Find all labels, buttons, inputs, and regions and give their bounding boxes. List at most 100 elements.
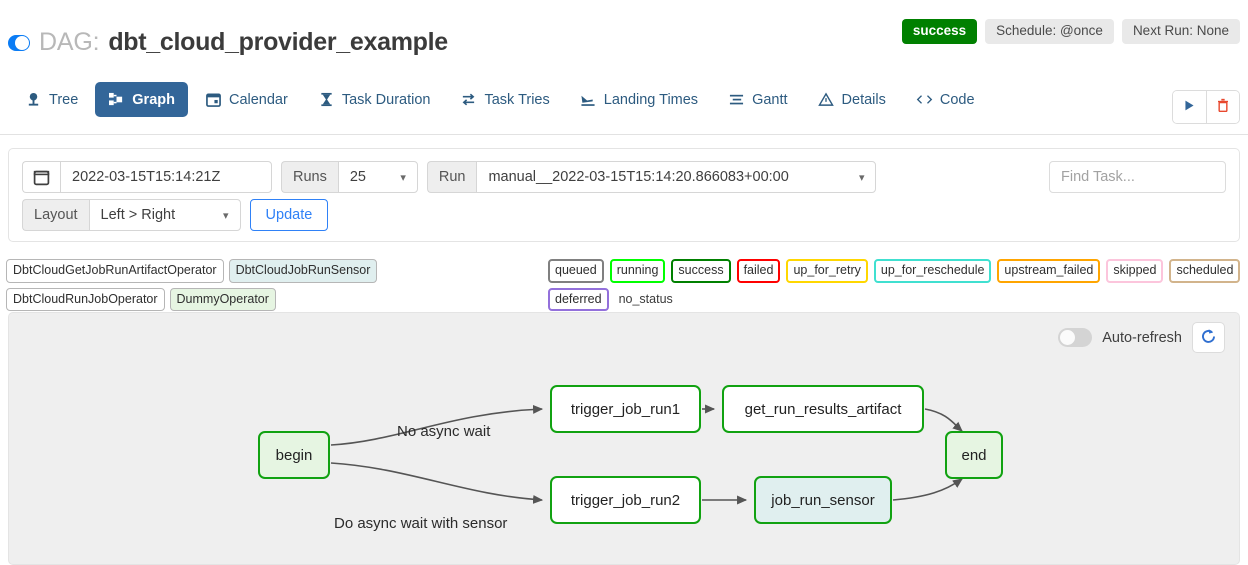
hourglass-icon: [318, 91, 335, 108]
tab-details[interactable]: Details: [805, 82, 899, 117]
legend-states: queued running success failed up_for_ret…: [548, 259, 1248, 311]
refresh-icon: [1200, 328, 1217, 348]
legend-operator-pill[interactable]: DummyOperator: [169, 287, 276, 311]
status-badge: success: [901, 19, 978, 44]
tab-landing-times-label: Landing Times: [603, 91, 699, 108]
graph-node-trigger-job-run2[interactable]: trigger_job_run2: [550, 476, 701, 524]
tab-graph-label: Graph: [132, 91, 175, 108]
runs-group: Runs 25 ▾: [281, 161, 418, 193]
graph-node-label: trigger_job_run2: [570, 491, 681, 509]
legend-state-up-for-retry[interactable]: up_for_retry: [786, 259, 868, 283]
graph-node-label: get_run_results_artifact: [744, 400, 902, 418]
tab-calendar[interactable]: Calendar: [192, 82, 301, 117]
tab-graph[interactable]: Graph: [95, 82, 188, 117]
tab-code[interactable]: Code: [903, 82, 988, 117]
dag-name: dbt_cloud_provider_example: [108, 28, 448, 56]
tab-gantt-label: Gantt: [752, 91, 788, 108]
legend-operator-pill[interactable]: DbtCloudGetJobRunArtifactOperator: [6, 259, 224, 283]
run-select[interactable]: manual__2022-03-15T15:14:20.866083+00:00…: [476, 161, 877, 193]
graph-panel: Auto-refresh: [8, 312, 1240, 565]
legend-state-deferred[interactable]: deferred: [548, 287, 609, 311]
retry-icon: [460, 91, 477, 108]
runs-label: Runs: [281, 161, 338, 193]
filter-bar: 2022-03-15T15:14:21Z Runs 25 ▾ Run manua…: [8, 148, 1240, 242]
tree-icon: [25, 91, 42, 108]
chevron-down-icon: ▾: [400, 171, 406, 184]
run-group: Run manual__2022-03-15T15:14:20.866083+0…: [426, 161, 877, 193]
graph-toolbar: Auto-refresh: [1058, 322, 1225, 353]
legend-state-scheduled[interactable]: scheduled: [1169, 259, 1241, 283]
delete-dag-button[interactable]: [1206, 91, 1239, 123]
legend-state-skipped[interactable]: skipped: [1106, 259, 1164, 283]
tab-calendar-label: Calendar: [228, 91, 288, 108]
layout-group: Layout Left > Right ▾: [22, 199, 241, 231]
view-tabbar: Tree Graph Calendar Task Duration: [0, 78, 1248, 135]
code-icon: [916, 91, 933, 108]
layout-select[interactable]: Left > Right ▾: [88, 199, 241, 231]
dag-paused-toggle[interactable]: [8, 34, 30, 51]
runs-select-value: 25: [349, 169, 366, 185]
dag-label: DAG:: [39, 28, 100, 56]
legend-operator-pill[interactable]: DbtCloudRunJobOperator: [6, 287, 165, 311]
page-header: DAG: dbt_cloud_provider_example success …: [0, 0, 1248, 72]
graph-node-job-run-sensor[interactable]: job_run_sensor: [754, 476, 892, 524]
graph-node-get-run-results-artifact[interactable]: get_run_results_artifact: [722, 385, 924, 433]
runs-select[interactable]: 25 ▾: [337, 161, 418, 193]
graph-node-label: end: [961, 446, 987, 464]
auto-refresh-toggle[interactable]: [1058, 328, 1093, 347]
landing-icon: [580, 91, 597, 108]
legend-state-queued[interactable]: queued: [548, 259, 604, 283]
tab-task-tries[interactable]: Task Tries: [447, 82, 562, 117]
tab-tree[interactable]: Tree: [12, 82, 91, 117]
calendar-icon: [205, 91, 222, 108]
tab-landing-times[interactable]: Landing Times: [567, 82, 711, 117]
graph-edges: [330, 404, 963, 505]
legend-operators: DbtCloudGetJobRunArtifactOperator DbtClo…: [6, 259, 536, 311]
graph-node-begin[interactable]: begin: [258, 431, 330, 479]
edge-label-do-async-wait: Do async wait with sensor: [334, 515, 508, 532]
graph-node-end[interactable]: end: [945, 431, 1003, 479]
layout-select-value: Left > Right: [100, 207, 176, 223]
tab-tree-label: Tree: [49, 91, 79, 108]
next-run-badge: Next Run: None: [1121, 19, 1240, 44]
legend-state-success[interactable]: success: [671, 259, 731, 283]
header-action-group: [1172, 90, 1240, 124]
legend-state-upstream-failed[interactable]: upstream_failed: [997, 259, 1101, 283]
header-badges: success Schedule: @once Next Run: None: [901, 19, 1240, 44]
trigger-dag-button[interactable]: [1173, 91, 1206, 123]
gantt-icon: [728, 91, 745, 108]
triangle-info-icon: [818, 91, 835, 108]
legend-state-up-for-reschedule[interactable]: up_for_reschedule: [873, 259, 992, 283]
trash-icon: [1216, 98, 1230, 116]
chevron-down-icon: ▾: [223, 209, 229, 222]
run-label: Run: [426, 161, 477, 193]
tab-code-label: Code: [939, 91, 975, 108]
chevron-down-icon: ▾: [858, 171, 865, 184]
layout-label: Layout: [22, 199, 89, 231]
update-button[interactable]: Update: [249, 199, 329, 231]
legend-state-failed[interactable]: failed: [736, 259, 781, 283]
legend-state-no-status: no_status: [618, 291, 673, 306]
tab-task-duration[interactable]: Task Duration: [305, 82, 444, 117]
graph-icon: [108, 91, 125, 108]
legend: DbtCloudGetJobRunArtifactOperator DbtClo…: [0, 252, 1248, 311]
play-icon: [1183, 99, 1196, 115]
tab-gantt[interactable]: Gantt: [715, 82, 800, 117]
legend-operator-pill[interactable]: DbtCloudJobRunSensor: [228, 259, 378, 283]
edge-label-no-async-wait: No async wait: [397, 423, 491, 440]
calendar-icon[interactable]: [22, 161, 60, 193]
schedule-badge[interactable]: Schedule: @once: [985, 19, 1114, 44]
graph-node-label: trigger_job_run1: [570, 400, 681, 418]
search-input[interactable]: [1049, 161, 1226, 193]
page-title: DAG: dbt_cloud_provider_example: [8, 28, 448, 57]
execution-date-group: 2022-03-15T15:14:21Z: [22, 161, 272, 193]
tab-task-duration-label: Task Duration: [341, 91, 431, 108]
refresh-button[interactable]: [1192, 322, 1225, 353]
auto-refresh-label: Auto-refresh: [1102, 329, 1182, 346]
execution-date-input[interactable]: 2022-03-15T15:14:21Z: [60, 161, 272, 193]
graph-node-trigger-job-run1[interactable]: trigger_job_run1: [550, 385, 701, 433]
graph-node-label: job_run_sensor: [771, 491, 875, 509]
legend-state-running[interactable]: running: [609, 259, 666, 283]
tab-details-label: Details: [841, 91, 886, 108]
